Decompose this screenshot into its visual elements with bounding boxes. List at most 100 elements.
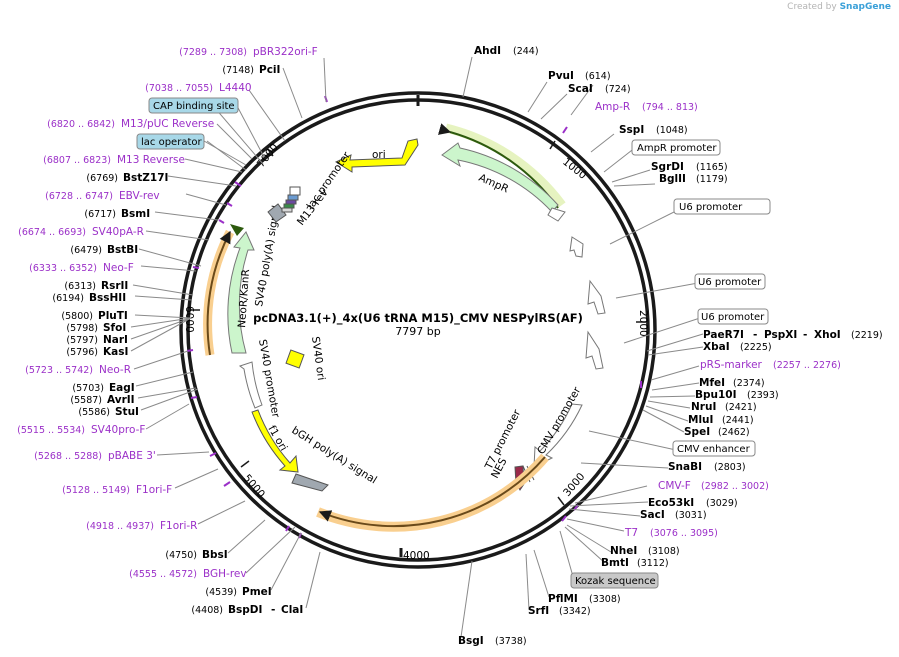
primer-name: pRS-marker: [700, 359, 763, 371]
site-name: Eco53kI: [648, 497, 694, 509]
site-sep: -: [271, 604, 275, 616]
site-rsrii: (6313) RsrII: [64, 280, 128, 292]
primer-range: (6820 .. 6842): [47, 119, 115, 130]
primer-name: F1ori-F: [136, 484, 172, 496]
primer-name: pBR322ori-F: [253, 46, 318, 58]
site-pos: (5587): [70, 395, 102, 406]
primer-name: F1ori-R: [160, 520, 197, 532]
primer-amp-r: Amp-R (794 .. 813): [595, 101, 698, 113]
tick-6000: 6000: [183, 306, 200, 333]
primer-f1ori-f: (5128 .. 5149) F1ori-F: [62, 484, 172, 496]
site-name: SgrDI: [651, 161, 684, 173]
primer-name: SV40pA-R: [92, 226, 144, 238]
site-name: PflMI: [548, 593, 578, 605]
neor-label: NeoR/KanR: [236, 269, 252, 328]
box-kozak: Kozak sequence: [570, 572, 659, 589]
primer-name: EBV-rev: [119, 190, 160, 202]
tick-4000: 4000: [399, 548, 430, 562]
box-label: AmpR promoter: [637, 143, 717, 154]
site-pos: (6313): [64, 281, 96, 292]
tick-label-5000: 5000: [241, 472, 267, 500]
site-name: BstZ17I: [123, 172, 168, 184]
site-name: PluTI: [98, 310, 128, 322]
site-pos: (4539): [205, 587, 237, 598]
site-snabi: SnaBI (2803): [668, 461, 746, 473]
site-scai: ScaI (724): [568, 83, 631, 95]
box-label: lac operator: [141, 137, 202, 148]
box-cmv-enhancer: CMV enhancer: [672, 440, 756, 457]
site-name: NruI: [691, 401, 716, 413]
primer-pbr322ori-f: (7289 .. 7308) pBR322ori-F: [179, 46, 318, 58]
site-name: EagI: [109, 382, 135, 394]
neor-orf-line: [206, 230, 231, 356]
primer-m13-reverse: (6807 .. 6823) M13 Reverse: [43, 154, 185, 166]
site-bstz17i: (6769) BstZ17I: [86, 172, 168, 184]
box-label: U6 promoter: [698, 277, 762, 288]
box-u6-3: U6 promoter: [697, 308, 769, 325]
site-pos: (3029): [706, 498, 738, 509]
primer-name: SV40pro-F: [91, 424, 145, 436]
primer-ebv-rev: (6728 .. 6747) EBV-rev: [45, 190, 160, 202]
box-ampr-promoter: AmpR promoter: [631, 139, 721, 156]
site-nhei: NheI (3108): [610, 545, 680, 557]
site-pos: (3108): [648, 546, 680, 557]
site-pos: (2441): [722, 415, 754, 426]
box-label: CMV enhancer: [677, 444, 751, 455]
site-pos: (5586): [78, 407, 110, 418]
f1-ori-feature: [251, 409, 299, 473]
site-bstbi: (6479) BstBI: [70, 244, 138, 256]
site-sep: -: [803, 329, 807, 341]
credit-prefix: Created by: [787, 2, 837, 12]
site-name: MluI: [688, 414, 713, 426]
tick-label-4000: 4000: [403, 550, 430, 562]
site-name-2: ClaI: [281, 604, 303, 616]
site-name: Bpu10I: [695, 389, 737, 401]
site-pos: (2219): [851, 330, 883, 341]
site-name: BbsI: [202, 549, 228, 561]
cmv-promoter-feature: [533, 403, 583, 468]
site-name: RsrII: [101, 280, 128, 292]
credit: Created by SnapGene: [787, 2, 891, 12]
site-name: SnaBI: [668, 461, 702, 473]
site-bspdi: (4408) BspDI - ClaI: [191, 604, 303, 616]
primer-range: (5268 .. 5288): [34, 451, 102, 462]
site-bmti: BmtI (3112): [601, 557, 669, 569]
ori-feature: [334, 138, 419, 173]
site-name: AvrII: [107, 394, 135, 406]
site-pos: (1048): [656, 125, 688, 136]
primer-sv40pa-r: (6674 .. 6693) SV40pA-R: [18, 226, 144, 238]
primer-range: (6674 .. 6693): [18, 227, 86, 238]
site-name: StuI: [115, 406, 139, 418]
primer-name: CMV-F: [658, 480, 691, 492]
cmv-promoter-label: CMV promoter: [535, 384, 584, 456]
u6-promoter-2: [587, 279, 606, 315]
site-paer7i: PaeR7I - PspXI - XhoI (2219): [703, 329, 883, 341]
bgh-polya-feature: [291, 473, 329, 492]
box-label: CAP binding site: [153, 101, 235, 112]
primer-bgh-rev: (4555 .. 4572) BGH-rev: [129, 568, 246, 580]
tick-2000: 2000: [636, 310, 649, 337]
lac-region-feature: [281, 186, 301, 213]
site-pos: (2462): [718, 427, 750, 438]
sv40-ori-label: SV40 ori: [309, 336, 327, 381]
sv40-promoter-feature: [238, 361, 263, 409]
primer-name: BGH-rev: [203, 568, 247, 580]
site-name: PaeR7I: [703, 329, 744, 341]
site-pos: (4750): [165, 550, 197, 561]
ampr-promoter-feature: [547, 207, 566, 222]
primer-range: (2257 .. 2276): [773, 360, 841, 371]
site-mfei: MfeI (2374): [699, 377, 765, 389]
site-name: BglII: [659, 173, 686, 185]
primer-name: Neo-R: [99, 364, 131, 376]
site-nari: (5797) NarI: [66, 334, 128, 346]
site-pos: (5703): [72, 383, 104, 394]
site-name: PciI: [259, 64, 280, 76]
primer-range: (794 .. 813): [642, 102, 698, 113]
neor-feature: [227, 231, 255, 354]
site-pos: (724): [605, 84, 631, 95]
site-pos: (1179): [696, 174, 728, 185]
site-xbai: XbaI (2225): [703, 341, 772, 353]
site-pos: (1165): [696, 162, 728, 173]
primer-range: (7289 .. 7308): [179, 47, 247, 58]
site-pos: (614): [585, 71, 611, 82]
